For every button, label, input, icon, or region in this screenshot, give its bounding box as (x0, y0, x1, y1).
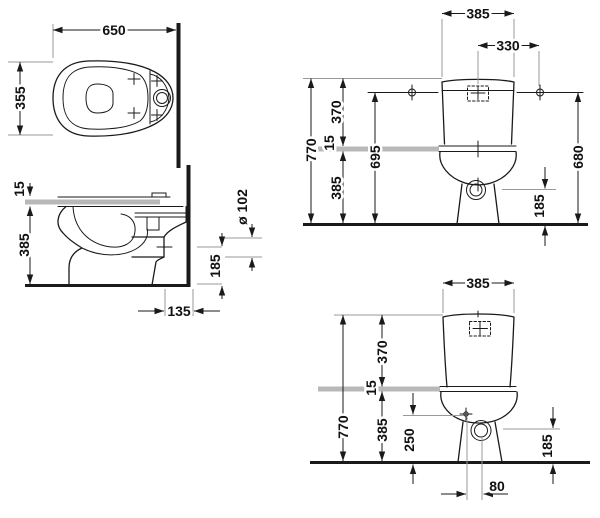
dim-fixing-to-outlet: 80 (441, 416, 508, 500)
dim-outlet-center-height: 185 (503, 407, 560, 484)
dim-cistern-top-to-seat: 370 (372, 315, 393, 387)
dim-hole-height: 695 (365, 92, 386, 223)
dim-cistern-width: 385 (441, 3, 515, 77)
bowl-inner-profile (72, 206, 136, 248)
seat-fixing-cross-left-top (127, 73, 141, 85)
dim-seat-thickness: 15 (319, 133, 340, 154)
dim-outlet-center-height: 185 (502, 167, 556, 246)
dim-outlet-to-wall: 135 (138, 289, 220, 322)
dim-label-80: 80 (489, 478, 505, 494)
seat-hinge (151, 192, 167, 198)
seat-fixing-cross-left-bottom (127, 107, 141, 119)
dim-label-355: 355 (12, 86, 28, 110)
cistern-fixing-cross-bottom (151, 109, 163, 121)
dim-cistern-top-to-seat: 370 (326, 78, 347, 146)
flush-knob-inner (156, 92, 168, 104)
outlet-outer-circle (470, 420, 492, 441)
dim-rim-height: 385 (14, 206, 35, 284)
rear-curve (163, 221, 187, 238)
outlet-outer-circle (466, 180, 486, 200)
dim-seat-thickness: 15 (361, 378, 382, 399)
dim-label-680: 680 (570, 145, 586, 169)
dim-overall-width: 650 (52, 20, 176, 58)
pedestal-left-edge (457, 421, 464, 463)
dim-label-185: 185 (531, 194, 547, 218)
dim-label-695: 695 (367, 145, 383, 169)
front-view: 385 330 770 370 15 385 695 (301, 3, 589, 246)
dim-label-650: 650 (102, 22, 126, 38)
dim-outlet-diameter: ø 102 (225, 186, 262, 271)
dim-label-185: 185 (539, 434, 555, 458)
flush-knob-outer (153, 89, 171, 107)
bowl-outline (440, 391, 518, 424)
dim-total-height: 770 (301, 78, 322, 223)
dim-wall-hole-height: 680 (568, 92, 589, 223)
wall-fixing-hole-left (403, 84, 421, 101)
dim-label-15: 15 (11, 181, 27, 197)
dim-center-to-hole: 330 (477, 35, 540, 86)
dim-label-385b: 385 (374, 418, 390, 442)
dim-label-135: 135 (167, 303, 191, 319)
outlet-inner-circle (469, 183, 483, 197)
cistern-bolt-section (146, 216, 160, 231)
pedestal-right-edge (494, 421, 503, 463)
top-view: 650 355 (8, 20, 181, 168)
bowl-opening-outline (85, 83, 114, 114)
dim-rim-height: 385 (326, 151, 347, 223)
dim-label-770: 770 (335, 415, 351, 439)
dim-label-15: 15 (363, 380, 379, 396)
water-inlet-cross (470, 86, 486, 100)
pedestal-fixing-cross (459, 407, 473, 421)
dim-label-250: 250 (401, 428, 417, 452)
dim-label-15: 15 (321, 135, 337, 151)
dim-outlet-center-height: 185 (197, 233, 226, 299)
outlet-center-cross (156, 239, 173, 255)
dim-seat-thickness: 15 (9, 179, 34, 199)
cistern-fixing-cross-top (151, 75, 163, 87)
wall-fixing-hole-right (531, 84, 549, 101)
cistern-outline (442, 313, 515, 388)
dim-label-185: 185 (207, 254, 223, 278)
dim-label-370: 370 (328, 100, 344, 124)
dim-fixing-hole-height: 250 (399, 393, 464, 484)
trap-profile (81, 227, 149, 256)
bowl-front-profile (57, 205, 83, 286)
dim-label-385b: 385 (328, 176, 344, 200)
pedestal-rear-edge (151, 256, 165, 286)
side-section-view: 15 385 ø 102 185 135 (9, 165, 262, 322)
pan-outline (52, 60, 174, 137)
cistern-top-outline (149, 73, 170, 123)
dim-label-370: 370 (374, 340, 390, 364)
dim-overall-depth: 355 (8, 61, 53, 136)
dim-label-385: 385 (16, 233, 32, 257)
dim-rim-height: 385 (372, 391, 393, 461)
dim-label-330: 330 (496, 38, 520, 54)
pedestal-right-edge (493, 183, 500, 225)
rear-view: 385 770 370 15 385 250 (310, 273, 590, 500)
dim-cistern-width: 385 (442, 273, 515, 313)
dim-label-385: 385 (466, 275, 490, 291)
seat-outline (62, 66, 149, 130)
water-inlet-cross (472, 321, 488, 336)
outlet-inner-circle (474, 423, 488, 438)
dim-label-385: 385 (466, 6, 490, 22)
pedestal-left-edge (456, 183, 463, 225)
dim-label-770: 770 (303, 138, 319, 162)
dim-label-diameter-102: ø 102 (234, 189, 250, 225)
dim-total-height: 770 (333, 315, 354, 461)
